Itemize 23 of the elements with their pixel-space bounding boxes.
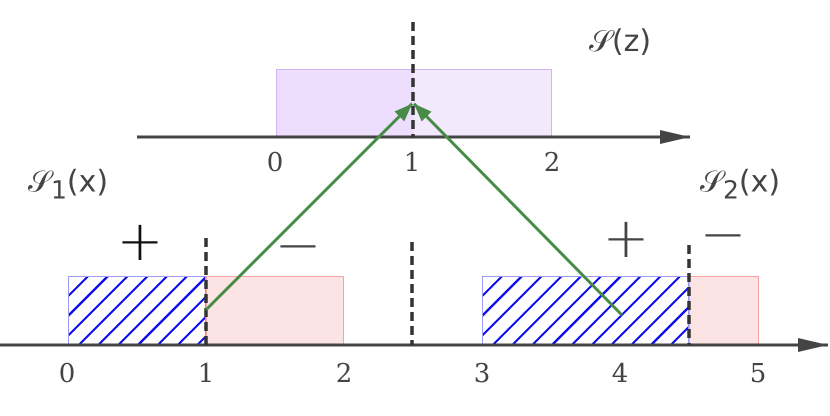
sign-label: + xyxy=(602,218,650,260)
tick-label: 3 xyxy=(474,361,490,387)
function-label: 𝒮$_{2}$(x) xyxy=(700,168,780,202)
function-label: 𝒮(z) xyxy=(588,27,652,57)
hatched-region xyxy=(482,276,689,345)
sign-label: − xyxy=(700,214,746,256)
shaded-region xyxy=(276,69,552,137)
arrow xyxy=(204,102,414,311)
shaded-region xyxy=(689,276,759,345)
function-label: 𝒮$_{1}$(x) xyxy=(28,168,108,202)
sign-label: − xyxy=(274,225,322,267)
tick-label: 1 xyxy=(198,361,214,387)
sign-label: + xyxy=(116,221,164,263)
tick-label: 0 xyxy=(58,361,76,387)
tick-label: 2 xyxy=(544,150,560,176)
shaded-region xyxy=(206,276,344,345)
tick-label: 1 xyxy=(404,150,420,176)
tick-label: 2 xyxy=(336,361,352,387)
hatched-region xyxy=(68,276,206,345)
tick-label: 5 xyxy=(750,361,766,387)
tick-label: 0 xyxy=(266,150,284,176)
arrow xyxy=(412,102,623,316)
tick-label: 4 xyxy=(612,361,628,387)
